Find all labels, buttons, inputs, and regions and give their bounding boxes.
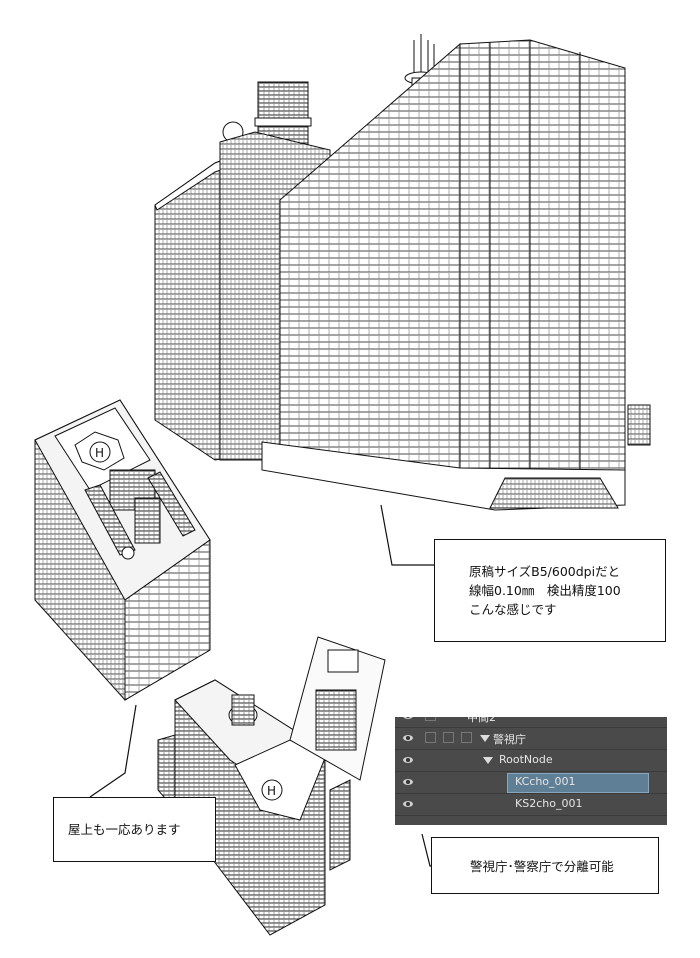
eye-icon[interactable] (403, 757, 413, 763)
layer-row-rootnode[interactable]: RootNode (395, 750, 667, 772)
svg-text:H: H (95, 446, 104, 460)
rooftop-note: 屋上も一応あります (68, 822, 181, 837)
expand-triangle-icon[interactable] (483, 757, 493, 764)
svg-text:H: H (267, 784, 276, 798)
render-note-line-2: 線幅0.10㎜ 検出精度100 (469, 583, 621, 598)
layer-row-ks2cho[interactable]: KS2cho_001 (395, 794, 667, 816)
render-note-line-1: 原稿サイズB5/600dpiだと (469, 564, 621, 579)
rooftop-callout: 屋上も一応あります (53, 797, 216, 862)
layer-label: 警視庁 (493, 733, 526, 746)
main-building-drawing (154, 34, 651, 511)
expand-triangle-icon[interactable] (480, 735, 490, 742)
checkbox-icon[interactable] (425, 732, 436, 743)
split-models-drawing: H (157, 636, 386, 936)
checkbox-icon[interactable] (461, 732, 472, 743)
layer-label: 中間2 (467, 717, 496, 724)
layer-label: KCcho_001 (515, 775, 576, 788)
rooftop-model-drawing: H (34, 399, 211, 701)
separable-note: 警視庁･警察庁で分離可能 (470, 859, 614, 874)
layer-label: RootNode (499, 753, 553, 766)
separable-callout: 警視庁･警察庁で分離可能 (431, 837, 659, 894)
checkbox-icon[interactable] (425, 717, 436, 721)
selected-highlight (507, 773, 649, 793)
layer-label: KS2cho_001 (515, 797, 583, 810)
leader-lines (89, 504, 434, 867)
layer-row-partial[interactable]: 中間2 (395, 717, 667, 728)
eye-icon[interactable] (403, 801, 413, 807)
checkbox-icon[interactable] (443, 732, 454, 743)
eye-icon[interactable] (403, 779, 413, 785)
eye-icon[interactable] (403, 735, 413, 741)
render-note-line-3: こんな感じです (469, 602, 557, 617)
layer-panel: 中間2 警視庁 RootNode KCcho_001 KS2cho_001 (395, 717, 667, 825)
layer-row-kccho[interactable]: KCcho_001 (395, 772, 667, 794)
eye-icon[interactable] (403, 717, 413, 719)
layer-row-keishicho[interactable]: 警視庁 (395, 728, 667, 750)
render-settings-callout: 原稿サイズB5/600dpiだと 線幅0.10㎜ 検出精度100 こんな感じです (434, 539, 666, 642)
